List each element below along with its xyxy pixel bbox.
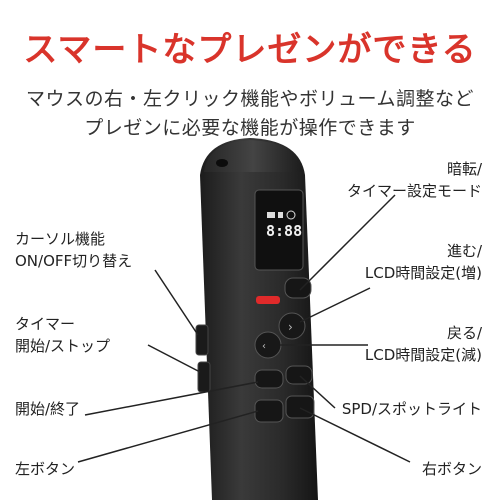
- label-back: 戻る/ LCD時間設定(減): [364, 324, 482, 364]
- label-cursor: カーソル機能 ON/OFF切り替え: [15, 230, 133, 270]
- lcd-screen: [254, 189, 304, 271]
- svg-text:›: ›: [288, 320, 293, 334]
- right-click-button: [285, 395, 315, 419]
- red-indicator: [256, 296, 280, 304]
- lanyard-hole: [216, 159, 228, 167]
- left-click-button: [254, 399, 284, 423]
- label-left-button: 左ボタン: [15, 460, 76, 478]
- timer-side-button: [197, 361, 211, 393]
- page-title: スマートなプレゼンができる: [23, 30, 477, 70]
- spd-button: [285, 365, 313, 385]
- cursor-side-button: [195, 324, 209, 356]
- device-top-cap: [204, 140, 302, 172]
- next-button: [278, 312, 306, 340]
- label-next: 進む/ LCD時間設定(増): [364, 242, 482, 282]
- darken-button: [284, 277, 312, 299]
- lcd-time: 8:88: [266, 222, 302, 240]
- label-right-button: 右ボタン: [421, 460, 482, 478]
- start-end-button: [254, 369, 284, 389]
- svg-text:‹: ‹: [262, 341, 266, 352]
- label-spd: SPD/スポットライト: [341, 400, 482, 418]
- label-darken: 暗転/ タイマー設定モード: [346, 160, 482, 200]
- label-start-end: 開始/終了: [15, 400, 81, 418]
- label-timer: タイマー 開始/ストップ: [15, 315, 111, 355]
- subtitle-line-1: マウスの右・左クリック機能やボリューム調整など: [26, 88, 474, 110]
- subtitle-line-2: プレゼンに必要な機能が操作できます: [84, 117, 416, 139]
- back-button: [254, 331, 282, 359]
